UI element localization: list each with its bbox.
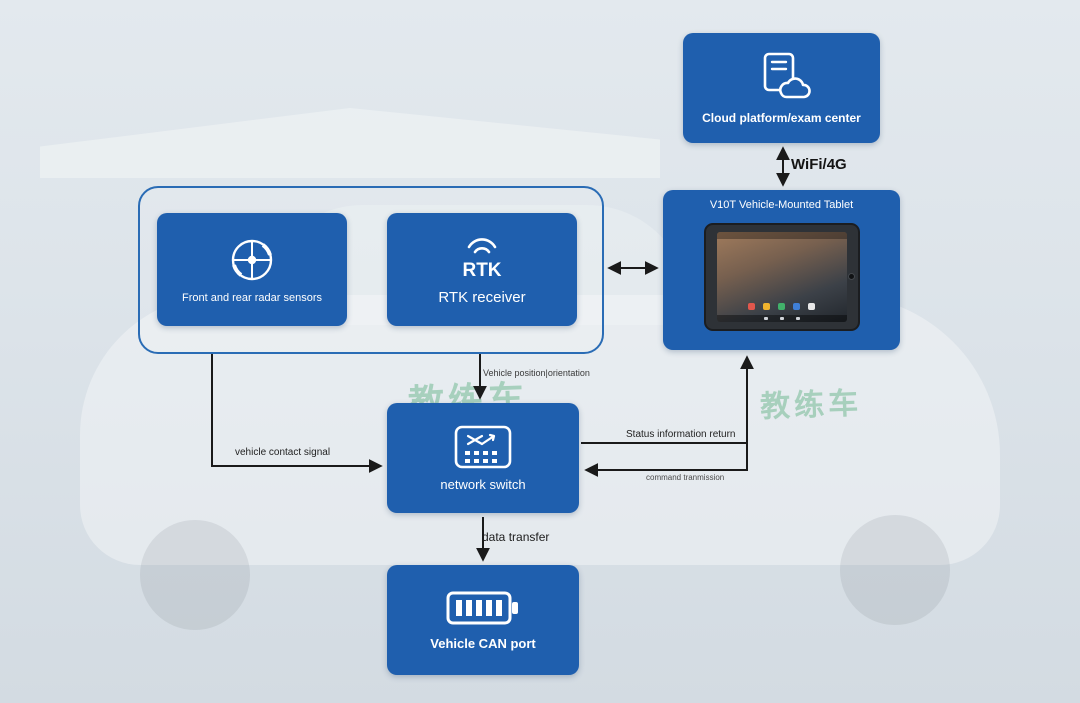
edge-label-data-transfer: data transfer: [482, 530, 550, 544]
background-car-text: 教练车: [759, 387, 863, 424]
node-network-switch: network switch: [387, 403, 579, 513]
node-label: Vehicle CAN port: [430, 636, 536, 651]
rtk-signal-icon: RTK: [462, 237, 502, 281]
edge-label-vehicle-contact-signal: vehicle contact signal: [235, 447, 331, 458]
sensor-group-container: Front and rear radar sensors RTK RTK rec…: [138, 186, 604, 354]
node-label: Cloud platform/exam center: [702, 111, 861, 125]
node-label: Front and rear radar sensors: [181, 292, 322, 304]
tablet-device-graphic: [703, 223, 860, 331]
tablet-camera-dot: [847, 273, 855, 280]
node-label: V10T Vehicle-Mounted Tablet: [709, 199, 854, 211]
edge-label-wifi: WiFi/4G: [791, 156, 847, 173]
edge-label-command-transmission: command tranmission: [646, 473, 725, 482]
background-tent-shape: [40, 108, 660, 178]
node-vehicle-tablet: V10T Vehicle-Mounted Tablet: [663, 190, 900, 350]
radar-icon: [231, 239, 273, 281]
node-vehicle-can-port: Vehicle CAN port: [387, 565, 579, 675]
node-radar-sensors: Front and rear radar sensors: [157, 213, 347, 326]
background-wheel-shape: [140, 520, 250, 630]
tablet-screen: [716, 232, 847, 322]
edge-label-vehicle-position: Vehicle position|orientation: [483, 368, 590, 378]
tablet-statusbar: [716, 232, 847, 239]
rtk-icon-text: RTK: [462, 260, 501, 281]
node-cloud-platform: Cloud platform/exam center: [683, 33, 880, 143]
node-label: RTK receiver: [438, 288, 526, 306]
network-switch-icon: [454, 425, 512, 469]
document-cloud-icon: [763, 52, 811, 99]
background-wheel-shape: [840, 515, 950, 625]
tablet-app-icons: [717, 303, 847, 310]
node-rtk-receiver: RTK RTK receiver: [387, 213, 577, 326]
edge-label-status-return: Status information return: [626, 429, 736, 440]
node-label: network switch: [440, 477, 526, 492]
arrow-tablet-switch-command: [584, 443, 748, 477]
battery-icon: [446, 591, 518, 625]
tablet-navbar: [716, 315, 847, 322]
